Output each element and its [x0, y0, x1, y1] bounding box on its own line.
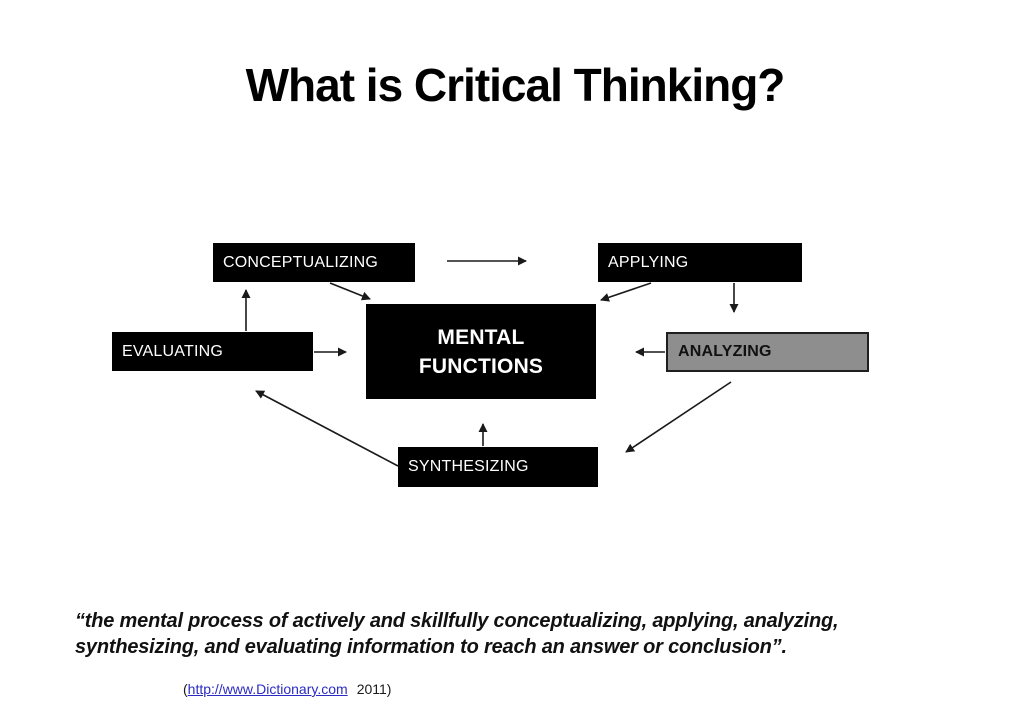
node-evaluating-label: EVALUATING: [122, 342, 223, 360]
node-evaluating: EVALUATING: [112, 332, 313, 371]
node-mental-functions-line2: FUNCTIONS: [418, 354, 544, 378]
citation-open-paren: (: [183, 681, 188, 697]
definition-quote: “the mental process of actively and skil…: [75, 608, 955, 660]
node-mental-functions: MENTAL FUNCTIONS: [366, 304, 596, 399]
definition-quote-line2: synthesizing, and evaluating information…: [75, 636, 787, 658]
citation-year: 2011): [356, 681, 392, 697]
node-synthesizing: SYNTHESIZING: [398, 447, 598, 487]
node-applying-label: APPLYING: [608, 253, 689, 271]
definition-quote-line1: “the mental process of actively and skil…: [75, 610, 839, 632]
node-conceptualizing-label: CONCEPTUALIZING: [223, 253, 379, 271]
page-title: What is Critical Thinking?: [245, 59, 786, 111]
node-synthesizing-label: SYNTHESIZING: [408, 458, 529, 475]
citation-link[interactable]: http://www.Dictionary.com: [187, 681, 348, 697]
node-mental-functions-line1: MENTAL: [437, 325, 525, 349]
citation: (http://www.Dictionary.com 2011): [183, 681, 391, 697]
node-analyzing: ANALYZING: [666, 332, 869, 372]
node-applying: APPLYING: [598, 243, 802, 282]
node-analyzing-label: ANALYZING: [678, 343, 772, 360]
node-conceptualizing: CONCEPTUALIZING: [213, 243, 415, 282]
